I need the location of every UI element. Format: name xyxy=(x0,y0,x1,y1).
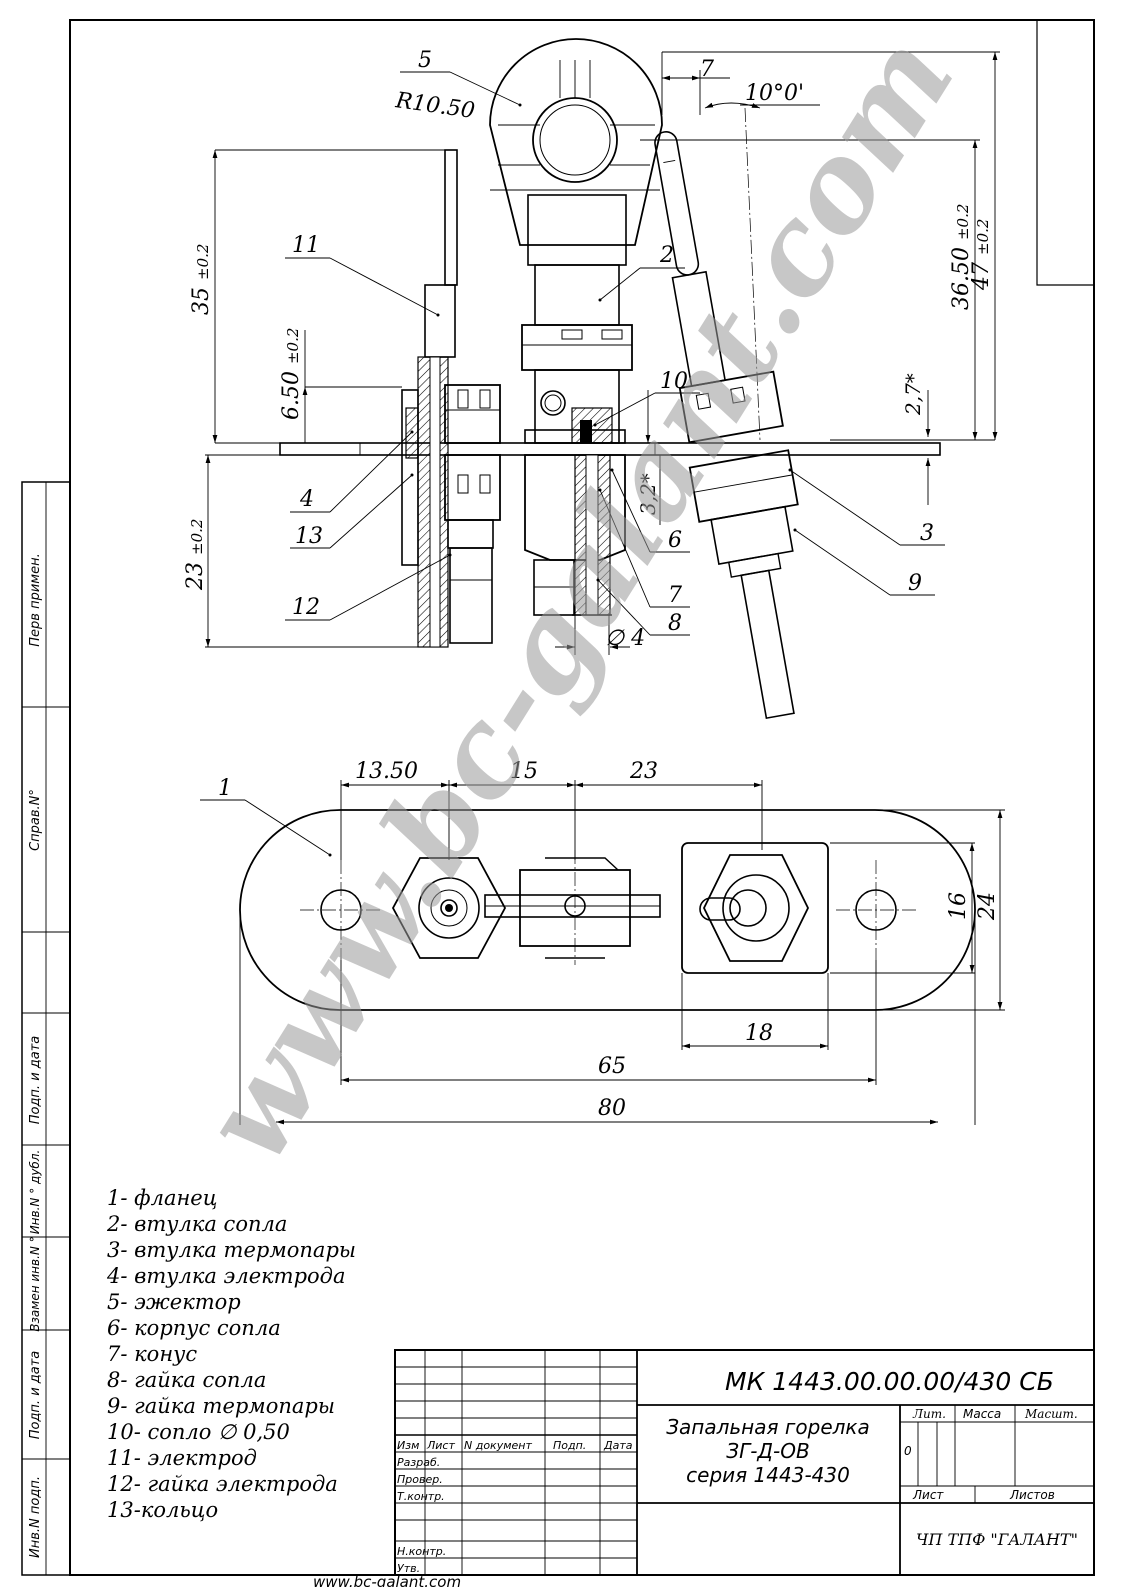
product-name-1: Запальная горелка xyxy=(666,1415,870,1439)
dim-47: 47 ±0.2 xyxy=(969,219,994,291)
side-podp-data-2: Подп. и дата xyxy=(28,1351,43,1440)
dim-7-top: 7 xyxy=(700,57,714,82)
col-podp: Подп. xyxy=(553,1439,586,1452)
part-item: 7- конус xyxy=(107,1342,197,1366)
dim-18: 18 xyxy=(745,1021,773,1046)
list-label: Лист xyxy=(912,1488,944,1502)
row-prover: Провер. xyxy=(397,1473,443,1486)
dim-15: 15 xyxy=(510,759,538,784)
side-perv-primen: Перв примен. xyxy=(28,553,43,646)
part-item: 4- втулка электрода xyxy=(106,1264,346,1288)
part-item: 8- гайка сопла xyxy=(107,1368,266,1392)
callout-11: 11 xyxy=(292,233,320,258)
part-item: 10- сопло ∅ 0,50 xyxy=(107,1420,290,1444)
callout-2: 2 xyxy=(659,243,674,268)
part-item: 12- гайка электрода xyxy=(107,1472,338,1496)
callout-12: 12 xyxy=(292,595,320,620)
side-podp-data-1: Подп. и дата xyxy=(28,1036,43,1125)
callout-7: 7 xyxy=(668,583,682,608)
dim-35: 35 ±0.2 xyxy=(189,244,214,315)
masht-label: Масшт. xyxy=(1024,1407,1078,1421)
lit-value: 0 xyxy=(904,1444,912,1458)
dim-16: 16 xyxy=(946,892,971,920)
part-item: 5- эжектор xyxy=(107,1290,241,1314)
title-block: МК 1443.00.00.00/430 СБ Запальная горелк… xyxy=(394,1349,1095,1576)
dim-angle: 10°0' xyxy=(745,81,804,106)
dimension-lines xyxy=(205,51,1005,1125)
parts-list: 1- фланец 2- втулка сопла 3- втулка терм… xyxy=(106,1186,356,1522)
side-inv-dubl: Инв.N ° дубл. xyxy=(28,1150,42,1235)
callout-10: 10 xyxy=(660,369,688,394)
electrode-part-11 xyxy=(401,149,501,648)
side-vzamen: Взамен инв.N ° xyxy=(28,1236,42,1331)
product-name-3: серия 1443-430 xyxy=(686,1463,850,1487)
dim-23-top: 23 xyxy=(629,759,658,784)
row-utv: Утв. xyxy=(397,1562,420,1575)
callout-3: 3 xyxy=(920,521,934,546)
part-item: 3- втулка термопары xyxy=(107,1238,356,1262)
callout-1: 1 xyxy=(218,776,232,801)
side-inv-podl: Инв.N подп. xyxy=(28,1476,43,1558)
massa-label: Масса xyxy=(963,1407,1001,1421)
company-name: ЧП ТПФ "ГАЛАНТ" xyxy=(916,1530,1078,1549)
footer-url: www.bc-galant.com xyxy=(313,1573,461,1587)
dim-3650: 36.50 ±0.2 xyxy=(949,204,974,310)
dim-65: 65 xyxy=(598,1054,626,1079)
dim-32: 3,2* xyxy=(636,473,660,515)
callout-13: 13 xyxy=(295,524,323,549)
plan-view xyxy=(239,809,976,1011)
row-razrab: Разраб. xyxy=(397,1456,440,1469)
col-ndoc: N документ xyxy=(464,1439,532,1452)
nozzle-sleeve-part-2 xyxy=(521,194,633,444)
callout-8: 8 xyxy=(668,611,682,636)
part-item: 13-кольцо xyxy=(107,1498,218,1522)
callout-leaders xyxy=(200,71,945,857)
row-tkontr: Т.контр. xyxy=(397,1490,445,1503)
callout-9: 9 xyxy=(908,571,922,596)
side-stamp: Перв примен. Справ.N° Подп. и дата Инв.N… xyxy=(21,481,71,1576)
callout-5: 5 xyxy=(418,48,432,73)
side-sprav: Справ.N° xyxy=(28,789,43,851)
thermocouple-part-3 xyxy=(654,131,799,720)
dim-r1050: R10.50 xyxy=(393,88,476,124)
part-item: 2- втулка сопла xyxy=(106,1212,287,1236)
part-item: 6- корпус сопла xyxy=(107,1316,281,1340)
col-data: Дата xyxy=(603,1439,633,1452)
dim-24: 24 xyxy=(975,892,1000,921)
part-item: 1- фланец xyxy=(107,1186,217,1210)
dim-23-left: 23 ±0.2 xyxy=(183,519,208,591)
front-section-view xyxy=(279,38,941,720)
row-nkontr: Н.контр. xyxy=(397,1545,446,1558)
callout-6: 6 xyxy=(668,528,682,553)
col-list: Лист xyxy=(426,1439,455,1452)
product-name-2: ЗГ-Д-ОВ xyxy=(726,1439,810,1463)
dim-80: 80 xyxy=(598,1096,626,1121)
lit-label: Лит. xyxy=(912,1407,946,1421)
dim-27: 2,7* xyxy=(901,373,925,416)
callout-4: 4 xyxy=(299,487,314,512)
ejector-part-5 xyxy=(489,38,663,246)
part-item: 9- гайка термопары xyxy=(107,1394,335,1418)
listov-label: Листов xyxy=(1009,1488,1055,1502)
nozzle-body-part-6 xyxy=(524,407,626,655)
col-izm: Изм xyxy=(397,1439,419,1452)
designation: МК 1443.00.00.00/430 СБ xyxy=(725,1367,1054,1396)
callout-numbers: 5 11 2 10 4 13 12 6 7 8 3 9 1 xyxy=(218,48,934,801)
part-item: 11- электрод xyxy=(107,1446,257,1470)
dim-650: 6.50 ±0.2 xyxy=(279,328,304,420)
dim-1350: 13.50 xyxy=(355,759,418,784)
dim-d4: ∅ 4 xyxy=(605,626,645,651)
